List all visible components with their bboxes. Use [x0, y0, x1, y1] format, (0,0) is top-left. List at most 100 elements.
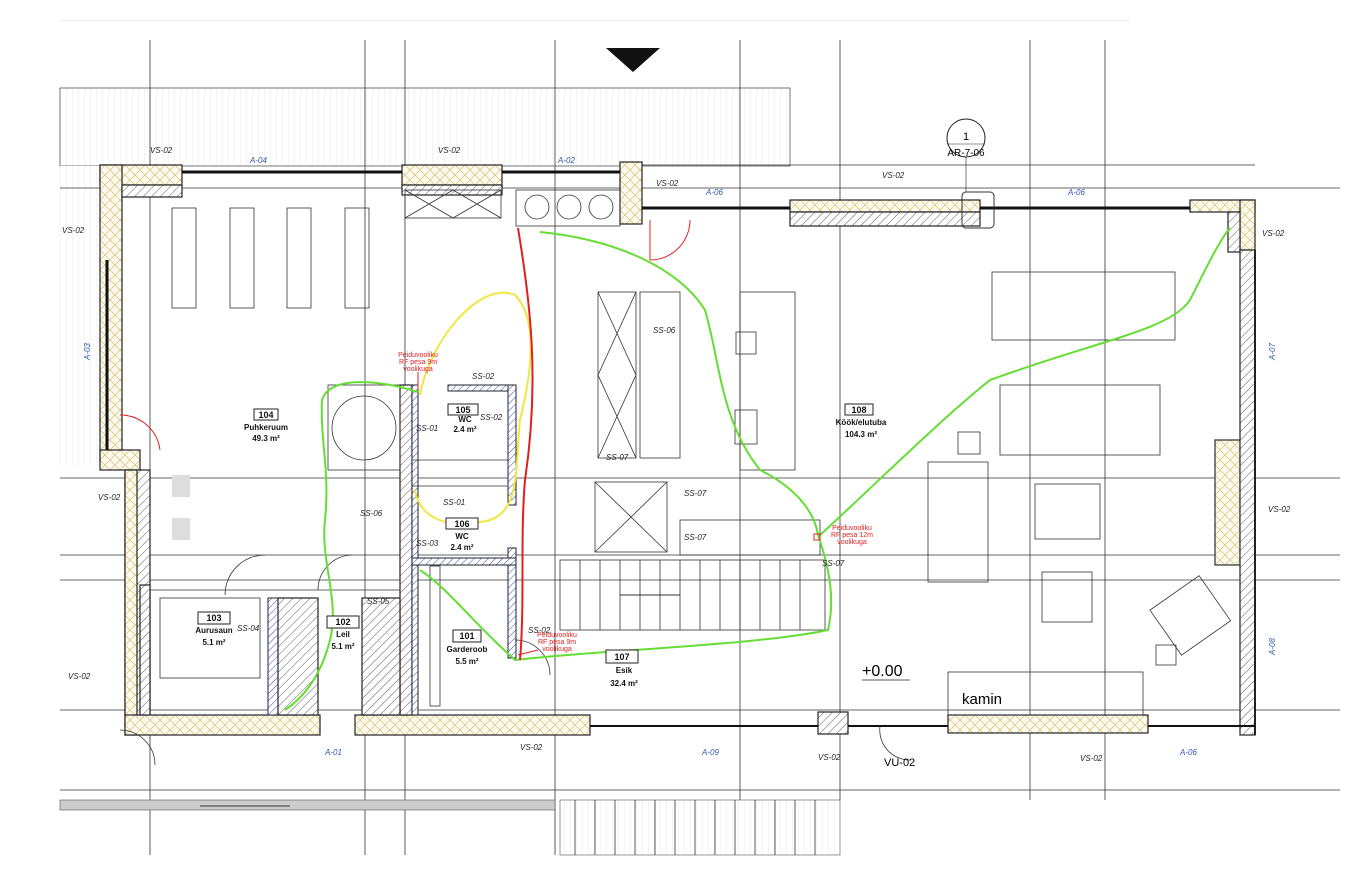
svg-text:A-06: A-06	[705, 188, 723, 197]
svg-text:SS-02: SS-02	[472, 372, 495, 381]
svg-text:2.4 m²: 2.4 m²	[450, 543, 473, 552]
svg-text:voolikuga: voolikuga	[403, 366, 433, 373]
section-marker: 1 AR-7-06	[946, 118, 986, 192]
hose-route-green-living	[817, 227, 1231, 538]
hose-outlet-3: Peiduvooliku RF pesa 12m voolikuga	[813, 525, 873, 546]
door-tag: VU-02	[884, 757, 915, 769]
svg-text:SS-01: SS-01	[443, 498, 465, 507]
svg-text:SS-07: SS-07	[822, 559, 845, 568]
svg-text:5.5 m²: 5.5 m²	[455, 657, 478, 666]
svg-text:5.1 m²: 5.1 m²	[202, 638, 225, 647]
svg-text:104.3 m²: 104.3 m²	[845, 430, 877, 439]
svg-text:VS-02: VS-02	[98, 493, 121, 502]
svg-text:103: 103	[206, 613, 221, 623]
svg-text:VS-02: VS-02	[1080, 754, 1103, 763]
svg-text:A-08: A-08	[1268, 638, 1277, 656]
svg-text:5.1 m²: 5.1 m²	[331, 642, 354, 651]
svg-text:SS-05: SS-05	[367, 597, 390, 606]
svg-text:SS-02: SS-02	[528, 626, 551, 635]
svg-text:SS-07: SS-07	[684, 533, 707, 542]
svg-text:SS-04: SS-04	[237, 624, 260, 633]
svg-text:Köök/elutuba: Köök/elutuba	[836, 418, 887, 427]
svg-text:VS-02: VS-02	[68, 672, 91, 681]
svg-text:RF pesa 9m: RF pesa 9m	[538, 639, 576, 646]
window-tags: A-04 A-02 A-06 A-06 A-03 A-07 A-08 A-01 …	[83, 156, 1277, 757]
svg-text:49.3 m²: 49.3 m²	[252, 434, 280, 443]
svg-text:Peiduvooliku: Peiduvooliku	[832, 525, 872, 532]
svg-text:VS-02: VS-02	[520, 743, 543, 752]
svg-text:Esik: Esik	[616, 666, 633, 675]
terrace-deck-side	[60, 166, 100, 466]
hose-outlet-2: Peiduvooliku RF pesa 9m voolikuga	[517, 632, 577, 656]
svg-text:VS-02: VS-02	[150, 146, 173, 155]
section-sheet: AR-7-06	[947, 148, 985, 159]
svg-text:RF pesa 9m: RF pesa 9m	[399, 359, 437, 366]
fireplace-label: kamin	[962, 691, 1002, 708]
hose-route-green-kitchen	[419, 231, 833, 662]
section-number: 1	[963, 131, 969, 143]
svg-text:VS-02: VS-02	[438, 146, 461, 155]
svg-text:SS-06: SS-06	[653, 326, 676, 335]
svg-text:SS-02: SS-02	[480, 413, 503, 422]
svg-text:104: 104	[258, 410, 273, 420]
staircase	[559, 559, 826, 631]
svg-text:SS-01: SS-01	[416, 424, 438, 433]
terrace-deck	[59, 87, 791, 167]
svg-text:A-03: A-03	[83, 343, 92, 361]
svg-text:VS-02: VS-02	[882, 171, 905, 180]
svg-text:A-04: A-04	[249, 156, 267, 165]
svg-text:VS-02: VS-02	[1268, 505, 1291, 514]
svg-text:A-07: A-07	[1268, 343, 1277, 361]
svg-text:voolikuga: voolikuga	[837, 539, 867, 546]
svg-text:Peiduvooliku: Peiduvooliku	[398, 352, 438, 359]
pipe-route-red	[517, 227, 534, 661]
hose-outlet-1: Peiduvooliku RF pesa 9m voolikuga	[398, 352, 438, 390]
elevation-label: +0.00	[862, 663, 903, 680]
svg-text:SS-07: SS-07	[606, 453, 629, 462]
svg-text:Leil: Leil	[336, 630, 350, 639]
hose-route-green-west	[284, 381, 419, 711]
svg-text:SS-06: SS-06	[360, 509, 383, 518]
svg-text:Garderoob: Garderoob	[447, 645, 488, 654]
svg-text:A-01: A-01	[324, 748, 342, 757]
svg-text:SS-03: SS-03	[416, 539, 439, 548]
hose-routes	[284, 227, 1231, 711]
svg-text:VS-02: VS-02	[62, 226, 85, 235]
partition-tags: SS-06 SS-02 SS-02 SS-01 SS-01 SS-06 SS-0…	[237, 326, 845, 635]
svg-text:A-02: A-02	[557, 156, 575, 165]
svg-text:A-09: A-09	[701, 748, 719, 757]
svg-text:A-06: A-06	[1179, 748, 1197, 757]
svg-text:SS-07: SS-07	[684, 489, 707, 498]
svg-text:VS-02: VS-02	[818, 753, 841, 762]
interior-walls	[139, 384, 517, 716]
svg-text:32.4 m²: 32.4 m²	[610, 679, 638, 688]
svg-text:106: 106	[454, 519, 469, 529]
svg-text:WC: WC	[455, 532, 469, 541]
svg-text:105: 105	[455, 405, 470, 415]
svg-text:Peiduvooliku: Peiduvooliku	[537, 632, 577, 639]
svg-text:102: 102	[335, 617, 350, 627]
svg-text:VS-02: VS-02	[1262, 229, 1285, 238]
svg-text:107: 107	[614, 652, 629, 662]
svg-text:voolikuga: voolikuga	[542, 646, 572, 653]
svg-text:108: 108	[851, 405, 866, 415]
svg-text:101: 101	[459, 631, 474, 641]
svg-text:RF pesa 12m: RF pesa 12m	[831, 532, 873, 539]
svg-text:Aurusaun: Aurusaun	[195, 626, 232, 635]
svg-text:2.4 m²: 2.4 m²	[453, 425, 476, 434]
exterior-walls	[99, 161, 1256, 736]
svg-text:Puhkeruum: Puhkeruum	[244, 423, 288, 432]
wall-tags: VS-02 VS-02 VS-02 VS-02 VS-02 VS-02 VS-0…	[62, 146, 1291, 763]
svg-text:A-06: A-06	[1067, 188, 1085, 197]
svg-text:WC: WC	[458, 415, 472, 424]
